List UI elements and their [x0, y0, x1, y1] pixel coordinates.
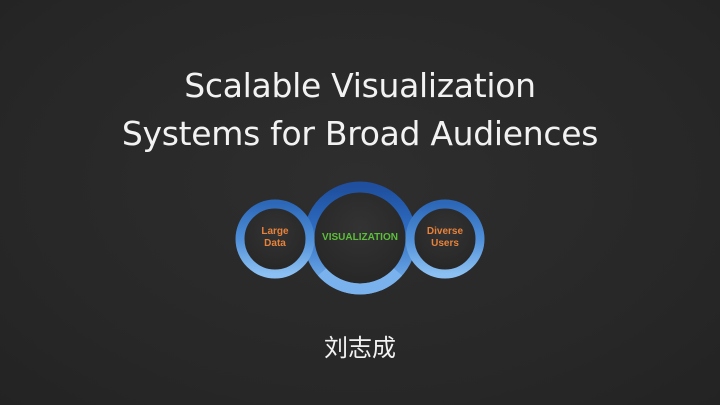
visualization-text: VISUALIZATION — [322, 232, 398, 243]
large-data-label: Large Data — [246, 226, 304, 250]
title-line-1: Scalable Visualization — [184, 66, 536, 105]
left-ring — [235, 199, 315, 279]
right-ring — [405, 199, 485, 279]
slide-title: Scalable Visualization Systems for Broad… — [0, 62, 720, 158]
large-data-text: Large Data — [261, 226, 289, 249]
visualization-label: VISUALIZATION — [308, 232, 412, 244]
diverse-users-text: Diverse Users — [426, 226, 464, 249]
diverse-users-label: Diverse Users — [416, 226, 474, 250]
center-ring-front-arc — [317, 268, 403, 295]
author-name: 刘志成 — [324, 334, 396, 362]
title-line-2: Systems for Broad Audiences — [121, 114, 599, 153]
